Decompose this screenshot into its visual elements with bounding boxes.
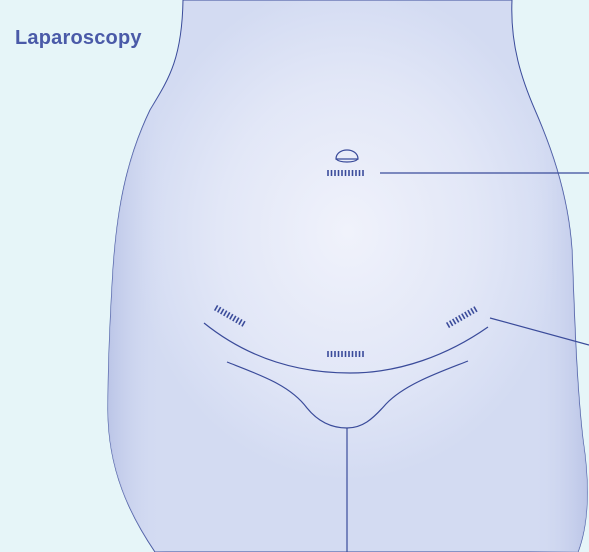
diagram-title: Laparoscopy <box>15 27 142 50</box>
